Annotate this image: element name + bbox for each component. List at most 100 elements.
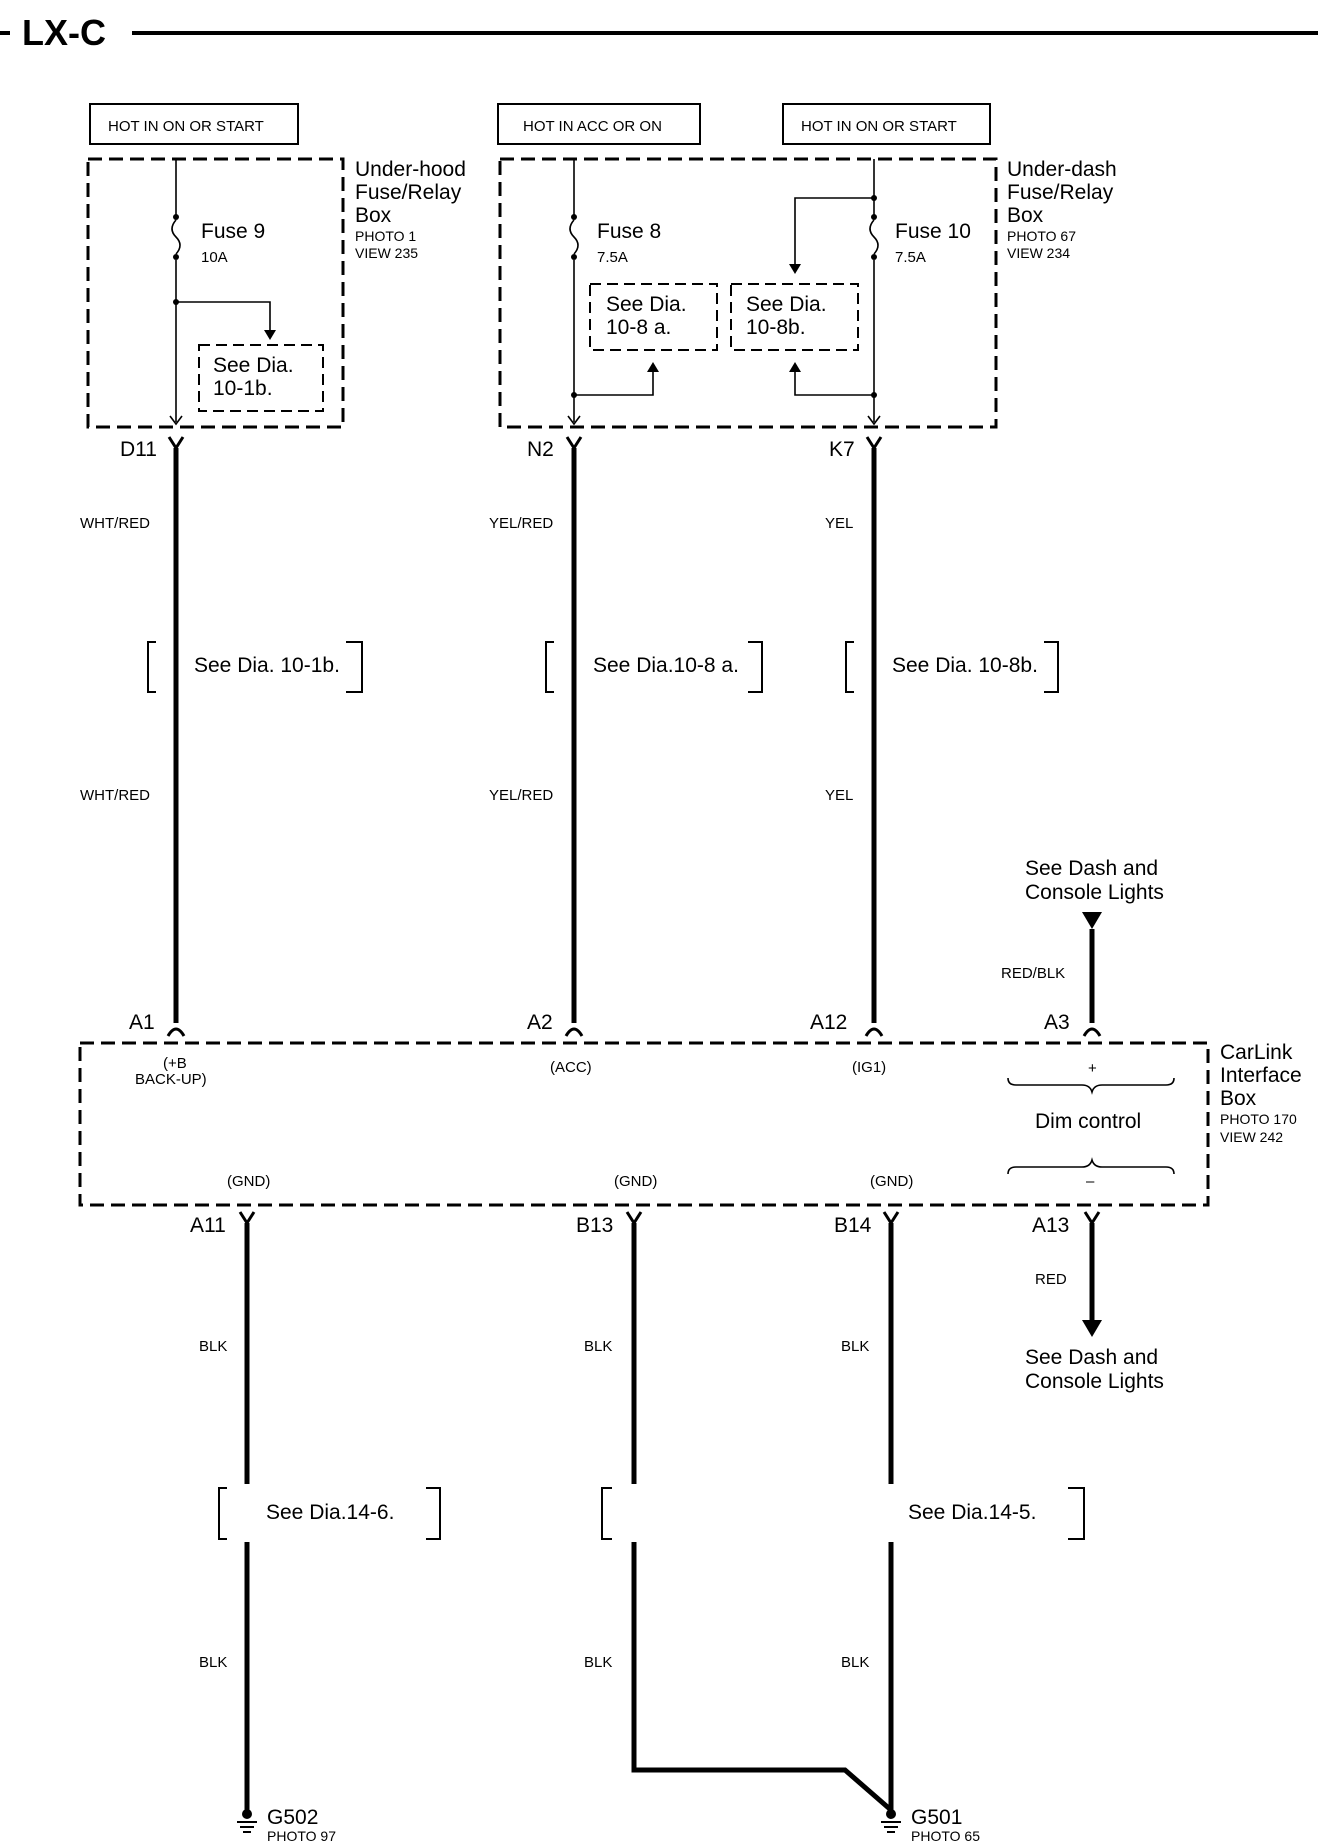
svg-text:VIEW 234: VIEW 234 — [1007, 245, 1070, 261]
power-label-acc-on: HOT IN ACC OR ON — [497, 103, 701, 145]
wire-color-label: YEL/RED — [489, 787, 553, 804]
svg-text:Fuse/Relay: Fuse/Relay — [355, 181, 462, 204]
svg-text:Under-hood: Under-hood — [355, 158, 466, 181]
ground-g501-name: G501 — [911, 1806, 962, 1829]
pin-label-gnd: (GND) — [870, 1173, 913, 1190]
fuse-8-rating: 7.5A — [597, 249, 628, 266]
carlink-box-outline — [78, 1041, 1210, 1207]
dim-control-label: Dim control — [1035, 1110, 1141, 1133]
svg-text:VIEW 235: VIEW 235 — [355, 245, 418, 261]
svg-text:10-1b.: 10-1b. — [213, 377, 273, 400]
arrow-down-icon — [789, 264, 801, 274]
connector-icon — [565, 436, 583, 451]
wire-color-label: YEL — [825, 787, 853, 804]
brace-icon — [1007, 1157, 1175, 1175]
svg-text:PHOTO 67: PHOTO 67 — [1007, 228, 1076, 244]
svg-text:10-8 a.: 10-8 a. — [606, 316, 671, 339]
connector-icon — [238, 1211, 256, 1226]
svg-text:Box: Box — [1007, 204, 1044, 227]
wire-color-label: WHT/RED — [80, 515, 150, 532]
svg-text:Box: Box — [1220, 1087, 1257, 1110]
wire-color-label: RED/BLK — [1001, 965, 1065, 982]
dash-lights-ref-top: See Dash and — [1025, 857, 1158, 880]
svg-text:HOT IN ON OR START: HOT IN ON OR START — [108, 118, 264, 135]
underhood-box-label: Under-hood Fuse/Relay Box PHOTO 1 VIEW 2… — [355, 158, 466, 261]
arrow-down-icon — [1082, 912, 1102, 929]
wire-color-label: YEL/RED — [489, 515, 553, 532]
terminal-d11: D11 — [120, 438, 157, 461]
see-dia-10-8a-box — [589, 283, 718, 351]
ground-g502-photo: PHOTO 97 — [267, 1828, 336, 1844]
power-label-on-start-2: HOT IN ON OR START — [782, 103, 991, 145]
fuse-10-rating: 7.5A — [895, 249, 926, 266]
arrow-down-icon — [1082, 1320, 1102, 1337]
connector-icon — [564, 1027, 584, 1037]
wire-color-label: BLK — [199, 1338, 227, 1355]
terminal-b13: B13 — [576, 1214, 613, 1237]
pin-label-ig1: (IG1) — [852, 1059, 886, 1076]
ground-g501-photo: PHOTO 65 — [911, 1828, 980, 1844]
svg-text:Under-dash: Under-dash — [1007, 158, 1117, 181]
terminal-a11: A11 — [190, 1214, 226, 1237]
wire-color-label: WHT/RED — [80, 787, 150, 804]
wire-color-label: BLK — [841, 1654, 869, 1671]
svg-text:Box: Box — [355, 204, 392, 227]
connector-icon — [882, 1211, 900, 1226]
wire-color-label: YEL — [825, 515, 853, 532]
fuse-8-name: Fuse 8 — [597, 220, 661, 243]
see-dia-10-8b-box — [730, 283, 859, 351]
terminal-b14: B14 — [834, 1214, 872, 1237]
arrow-up-icon — [647, 362, 659, 372]
svg-text:HOT IN ON OR START: HOT IN ON OR START — [801, 118, 957, 135]
arrow-up-icon — [789, 362, 801, 372]
connector-icon — [864, 1027, 884, 1037]
fuse-10-name: Fuse 10 — [895, 220, 971, 243]
connector-icon — [166, 1027, 186, 1037]
carlink-box-label: CarLink Interface Box PHOTO 170 VIEW 242 — [1220, 1041, 1302, 1145]
connector-icon — [1083, 1211, 1101, 1226]
dash-lights-ref-top: Console Lights — [1025, 881, 1164, 904]
svg-text:Fuse/Relay: Fuse/Relay — [1007, 181, 1114, 204]
svg-text:10-8b.: 10-8b. — [746, 316, 806, 339]
pin-label-b: (+B — [163, 1055, 187, 1072]
arrow-down-icon — [169, 415, 183, 426]
svg-text:See Dia.: See Dia. — [606, 293, 687, 316]
fuse-10-icon — [869, 214, 879, 260]
fuse-9-name: Fuse 9 — [201, 220, 265, 243]
arrow-down-icon — [567, 415, 581, 426]
svg-text:Interface: Interface — [1220, 1064, 1302, 1087]
wire-color-label: RED — [1035, 1271, 1067, 1288]
see-dia-10-1b-box — [198, 344, 324, 412]
underdash-box-outline — [498, 157, 998, 429]
dash-lights-ref-bottom: Console Lights — [1025, 1370, 1164, 1393]
svg-text:See Dia. 10-1b.: See Dia. 10-1b. — [194, 654, 340, 677]
pin-label-acc: (ACC) — [550, 1059, 592, 1076]
power-label-on-start-1: HOT IN ON OR START — [89, 103, 299, 145]
wire-color-label: BLK — [584, 1654, 612, 1671]
dim-plus: + — [1088, 1060, 1097, 1077]
arrow-down-icon — [867, 415, 881, 426]
see-dia-10-8a-ref: See Dia.10-8 a. — [545, 641, 763, 693]
arrow-down-icon — [264, 330, 276, 340]
see-dia-14-5-ref: See Dia.14-5. — [601, 1484, 1085, 1542]
svg-text:See Dia.14-5.: See Dia.14-5. — [908, 1501, 1036, 1524]
terminal-a2: A2 — [527, 1011, 553, 1034]
svg-text:PHOTO 1: PHOTO 1 — [355, 228, 416, 244]
terminal-a13: A13 — [1032, 1214, 1069, 1237]
svg-text:See Dia. 10-8b.: See Dia. 10-8b. — [892, 654, 1038, 677]
svg-text:See Dia.14-6.: See Dia.14-6. — [266, 1501, 394, 1524]
svg-text:VIEW 242: VIEW 242 — [1220, 1129, 1283, 1145]
terminal-a12: A12 — [810, 1011, 847, 1034]
dash-lights-ref-bottom: See Dash and — [1025, 1346, 1158, 1369]
fuse-9-rating: 10A — [201, 249, 228, 266]
pin-label-gnd: (GND) — [227, 1173, 270, 1190]
svg-text:See Dia.: See Dia. — [213, 354, 294, 377]
ground-icon — [237, 1809, 257, 1833]
fuse-8-icon — [569, 214, 579, 260]
svg-text:CarLink: CarLink — [1220, 1041, 1293, 1064]
underdash-box-label: Under-dash Fuse/Relay Box PHOTO 67 VIEW … — [1007, 158, 1117, 261]
wire-color-label: BLK — [199, 1654, 227, 1671]
see-dia-14-6-ref: See Dia.14-6. — [218, 1484, 441, 1542]
dim-minus: – — [1086, 1173, 1095, 1190]
